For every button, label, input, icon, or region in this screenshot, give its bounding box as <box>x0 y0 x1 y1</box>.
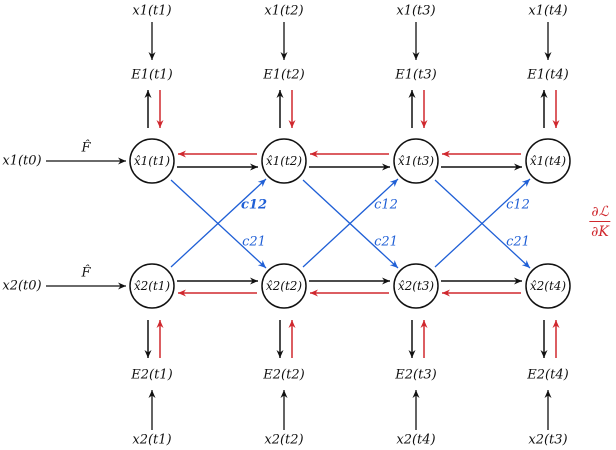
gradient-denominator: ∂K <box>591 224 609 240</box>
state-label-x1-t3: x̂1(t3) <box>397 154 435 168</box>
error-label-e2-t1: E2(t1) <box>131 367 173 383</box>
state-node-x1-t4 <box>525 138 571 184</box>
obs-label-x2-col4: x2(t3) <box>528 432 568 448</box>
error-label-e2-t3: E2(t3) <box>395 367 437 383</box>
obs-label-x2-col1: x2(t1) <box>132 432 172 448</box>
state-nodes-bottom <box>129 263 571 309</box>
coupling-label-c21-third: c21 <box>506 234 530 250</box>
obs-to-error-arrows-bottom <box>148 390 552 430</box>
coupling-label-c12-first: c12 <box>240 197 268 213</box>
coupling-arrows <box>170 178 531 269</box>
error-state-arrows-top <box>144 90 560 128</box>
error-state-arrows-bottom <box>144 320 560 358</box>
coupling-label-c12-third: c12 <box>506 197 530 213</box>
obs-label-x2-col2: x2(t2) <box>264 432 304 448</box>
obs-label-x1-t4: x1(t4) <box>528 3 568 19</box>
gradient-fraction: ∂ℒ ∂K <box>589 204 611 240</box>
state-node-x1-t3 <box>393 138 439 184</box>
error-label-e2-t2: E2(t2) <box>263 367 305 383</box>
coupling-label-c21-first: c21 <box>242 234 266 250</box>
gradient-numerator: ∂ℒ <box>589 204 611 222</box>
operator-label-bottom: F̂ <box>81 265 91 281</box>
error-label-e1-t3: E1(t3) <box>395 67 437 83</box>
initial-label-x1-t0: x1(t0) <box>2 153 42 169</box>
state-transition-arrows-bottom <box>177 277 522 297</box>
obs-label-x1-t2: x1(t2) <box>264 3 304 19</box>
state-label-x2-t2: x̂2(t2) <box>265 279 303 293</box>
coupling-label-c12-second: c12 <box>374 197 398 213</box>
state-label-x1-t4: x̂1(t4) <box>529 154 567 168</box>
obs-label-x2-col3: x2(t4) <box>396 432 436 448</box>
error-label-e1-t4: E1(t4) <box>527 67 569 83</box>
error-label-e2-t4: E2(t4) <box>527 367 569 383</box>
state-node-x2-t2 <box>261 263 307 309</box>
initial-label-x2-t0: x2(t0) <box>2 278 42 294</box>
operator-label-top: F̂ <box>81 140 91 156</box>
error-label-e1-t2: E1(t2) <box>263 67 305 83</box>
obs-label-x1-t3: x1(t3) <box>396 3 436 19</box>
state-nodes-top <box>129 138 571 184</box>
state-node-x2-t4 <box>525 263 571 309</box>
obs-to-error-arrows-top <box>148 22 552 60</box>
state-node-x2-t1 <box>129 263 175 309</box>
state-transition-arrows-top <box>177 150 522 171</box>
obs-label-x1-t1: x1(t1) <box>132 3 172 19</box>
state-label-x2-t3: x̂2(t3) <box>397 279 435 293</box>
state-label-x2-t1: x̂2(t1) <box>133 279 171 293</box>
state-node-x2-t3 <box>393 263 439 309</box>
state-label-x2-t4: x̂2(t4) <box>529 279 567 293</box>
state-node-x1-t1 <box>129 138 175 184</box>
coupling-label-c21-second: c21 <box>374 234 398 250</box>
initial-arrows <box>46 157 126 290</box>
state-label-x1-t1: x̂1(t1) <box>133 154 171 168</box>
state-label-x1-t2: x̂1(t2) <box>265 154 303 168</box>
state-node-x1-t2 <box>261 138 307 184</box>
error-label-e1-t1: E1(t1) <box>131 67 173 83</box>
